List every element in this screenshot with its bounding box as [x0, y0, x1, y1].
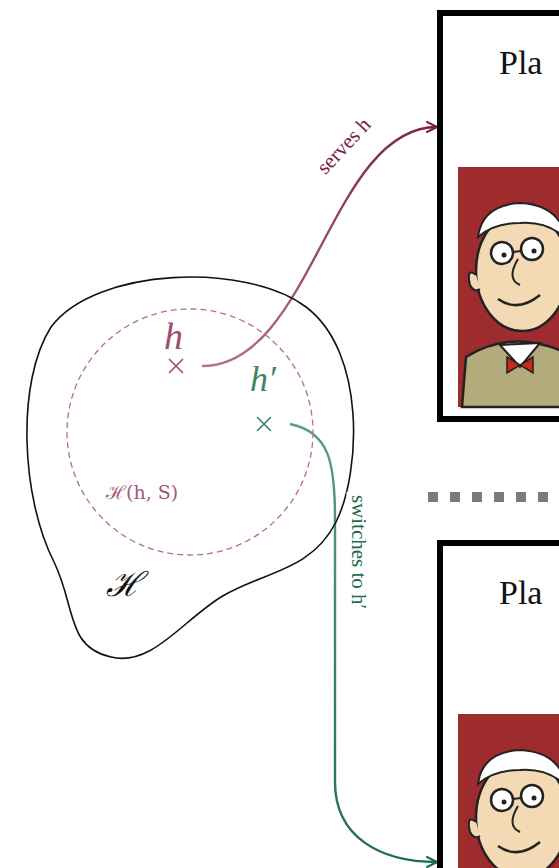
node-label: h — [164, 316, 183, 358]
curved-arrow — [290, 424, 437, 862]
cartoon-portrait — [458, 714, 559, 868]
blob-outline — [26, 272, 356, 664]
node-label: Pla — [499, 44, 542, 81]
hypothesis-point: h — [160, 318, 202, 378]
dashed-circle — [66, 308, 314, 556]
hypothesis-point: h′ — [248, 362, 290, 436]
node-label: h′ — [250, 360, 276, 400]
node-label: ℋ — [106, 566, 142, 603]
neighborhood-region: ℋ(h, S) h h′ — [66, 308, 314, 556]
cross-mark — [257, 417, 271, 431]
ellipsis-dots — [428, 492, 548, 502]
hypothesis-space: ℋ ℋ(h, S) h h′ — [26, 272, 356, 664]
node-label: ℋ(h, S) — [106, 482, 178, 503]
blob-outline — [27, 277, 354, 658]
cartoon-portrait — [458, 167, 559, 407]
edge-label: switches to h′ — [346, 492, 369, 612]
platform-panel: Pla — [437, 10, 559, 422]
node-label: Pla — [499, 574, 542, 611]
cross-mark — [169, 359, 183, 373]
dashed-circle — [67, 309, 313, 555]
edge-label: serves h — [310, 111, 378, 181]
platform-panel: Pla — [437, 540, 559, 868]
